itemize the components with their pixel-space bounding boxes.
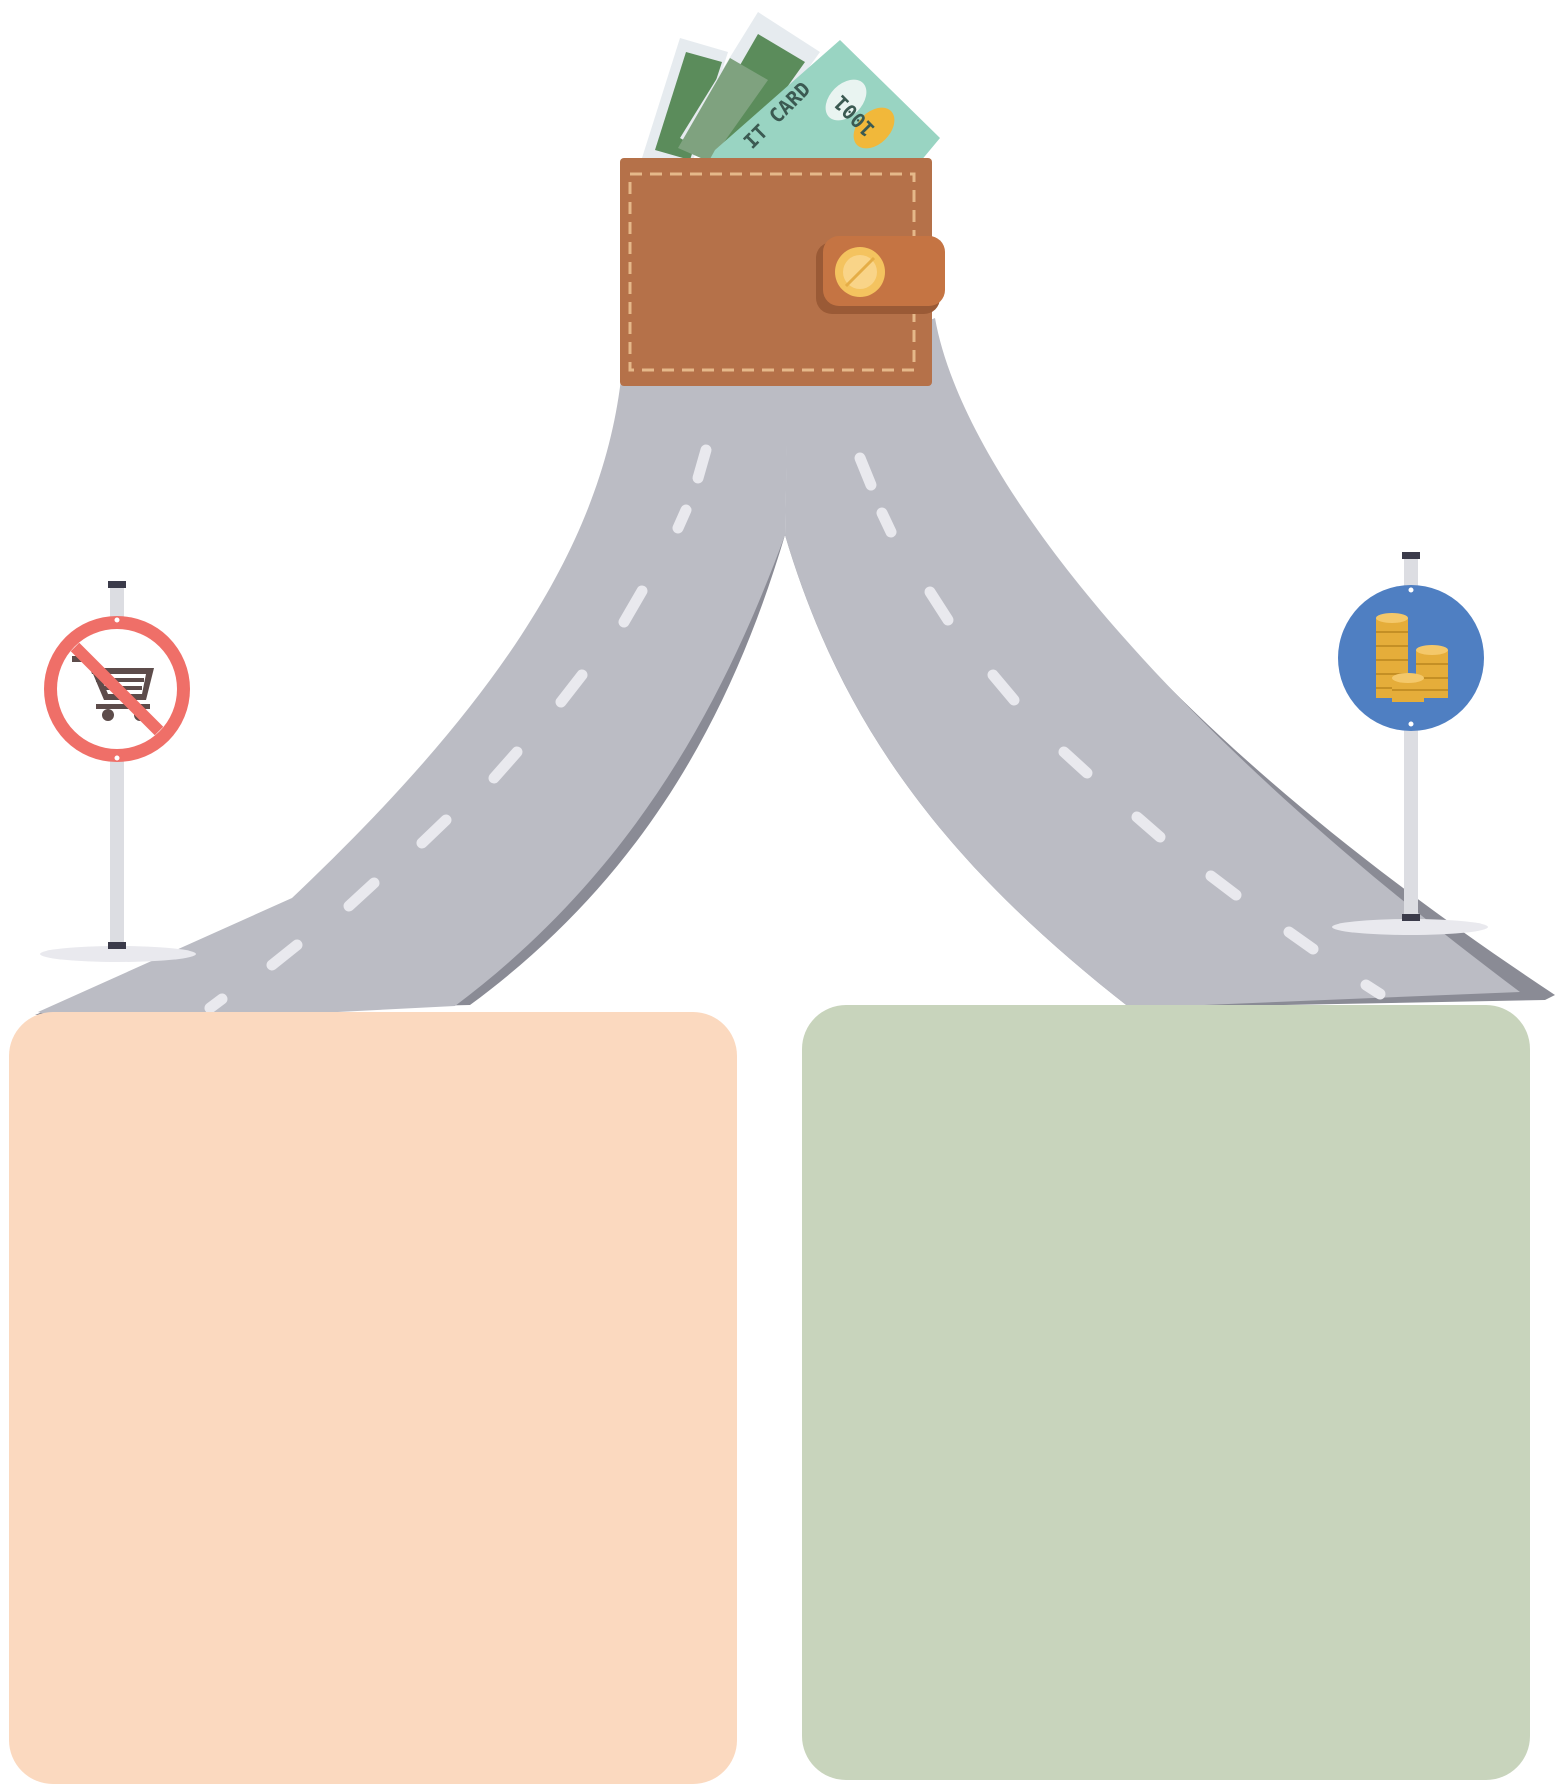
left-road-sign <box>40 581 196 962</box>
left-sign-pole-cap <box>108 581 126 588</box>
left-panel <box>9 1012 737 1784</box>
right-sign-pole-cap <box>1402 552 1420 559</box>
forked-road <box>35 318 1555 1025</box>
right-sign-base <box>1332 919 1488 935</box>
right-sign-disc <box>1338 585 1484 731</box>
wallet-icon: IT CARD 1001 <box>620 12 945 386</box>
right-panel <box>802 1005 1530 1780</box>
